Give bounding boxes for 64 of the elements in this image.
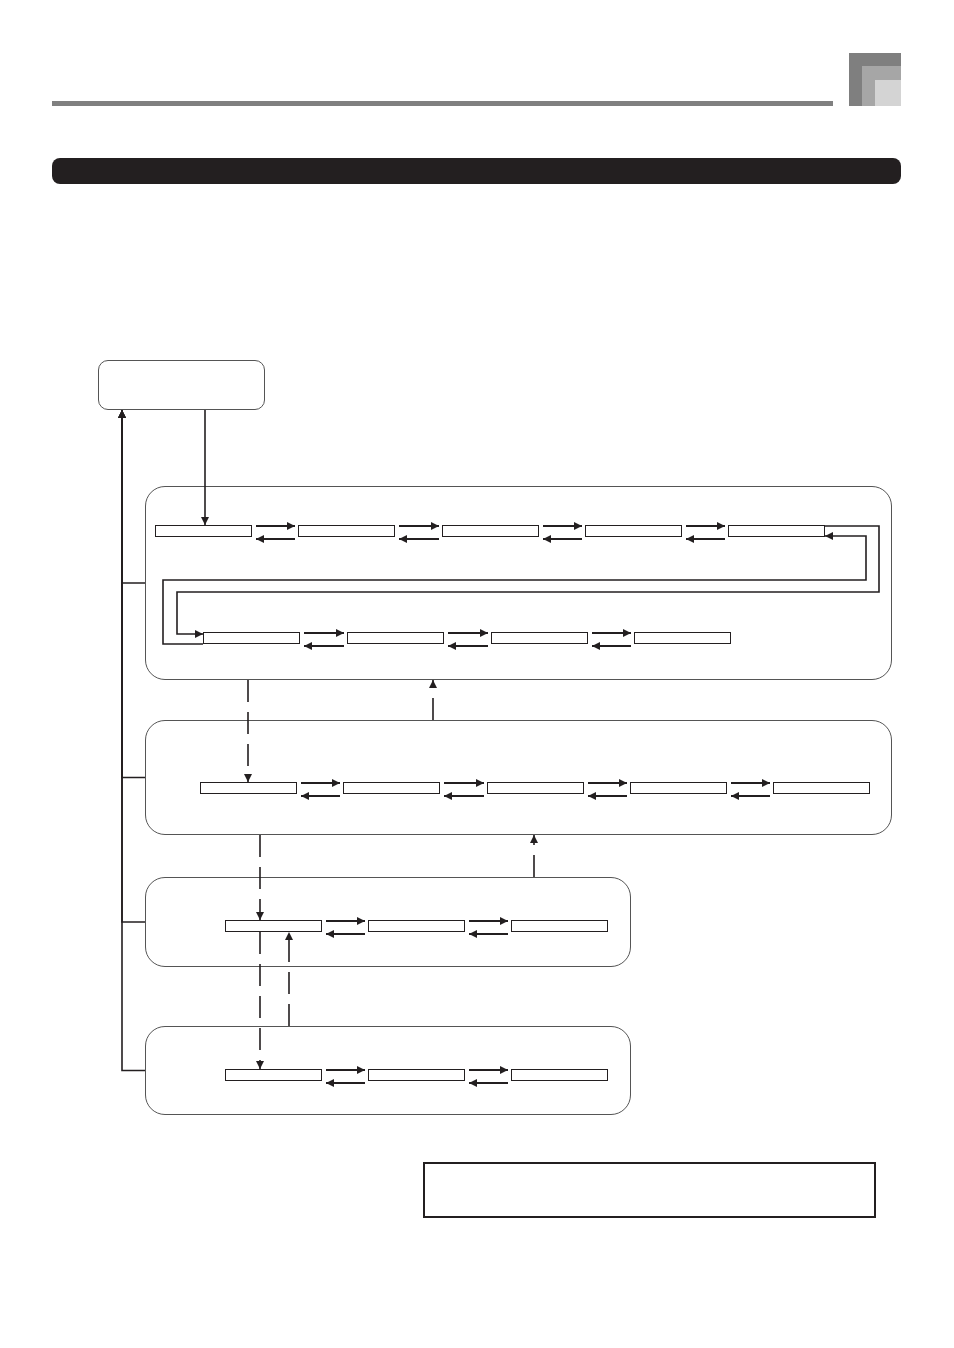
state-box	[368, 920, 465, 932]
arrow	[256, 535, 295, 543]
state-box	[225, 920, 322, 932]
note-box	[423, 1162, 876, 1218]
group-panel	[145, 486, 892, 680]
arrow	[201, 409, 209, 526]
arrow	[326, 1066, 365, 1074]
state-box	[728, 525, 825, 537]
arrow	[686, 535, 725, 543]
state-box	[511, 1069, 608, 1081]
state-box	[347, 632, 444, 644]
arrow	[448, 629, 488, 637]
arrow	[469, 1079, 508, 1087]
state-box	[487, 782, 584, 794]
arrow	[256, 522, 295, 530]
group-panel	[145, 720, 892, 835]
group-panel	[145, 877, 631, 967]
arrow	[304, 642, 344, 650]
arrow	[588, 792, 627, 800]
state-box	[585, 525, 682, 537]
state-box	[203, 632, 300, 644]
rounded-box	[98, 360, 265, 410]
state-box	[298, 525, 395, 537]
state-box	[634, 632, 731, 644]
arrow	[118, 409, 146, 1072]
arrow	[469, 917, 508, 925]
arrow	[543, 535, 582, 543]
state-box	[368, 1069, 465, 1081]
arrow	[256, 834, 264, 921]
arrow	[592, 629, 631, 637]
state-box	[773, 782, 870, 794]
arrow	[399, 535, 439, 543]
state-box	[155, 525, 252, 537]
group-panel	[145, 1026, 631, 1115]
arrow	[444, 779, 484, 787]
arrow	[399, 522, 439, 530]
arrow	[469, 1066, 508, 1074]
arrow	[256, 931, 264, 1070]
arrow	[686, 522, 725, 530]
state-box	[442, 525, 539, 537]
arrow	[731, 779, 770, 787]
arrow	[588, 779, 627, 787]
arrow	[326, 917, 365, 925]
state-box	[200, 782, 297, 794]
arrow	[469, 930, 508, 938]
arrow	[285, 931, 293, 1027]
arrow	[301, 792, 340, 800]
state-box	[225, 1069, 322, 1081]
arrow	[448, 642, 488, 650]
arrow	[530, 834, 538, 878]
state-box	[343, 782, 440, 794]
arrow	[592, 642, 631, 650]
state-box	[630, 782, 727, 794]
arrow	[244, 679, 252, 783]
arrow	[444, 792, 484, 800]
arrow	[429, 679, 437, 721]
state-box	[511, 920, 608, 932]
arrow	[304, 629, 344, 637]
arrow	[543, 522, 582, 530]
state-box	[491, 632, 588, 644]
arrow	[326, 1079, 365, 1087]
arrow	[301, 779, 340, 787]
arrow	[326, 930, 365, 938]
arrow	[731, 792, 770, 800]
